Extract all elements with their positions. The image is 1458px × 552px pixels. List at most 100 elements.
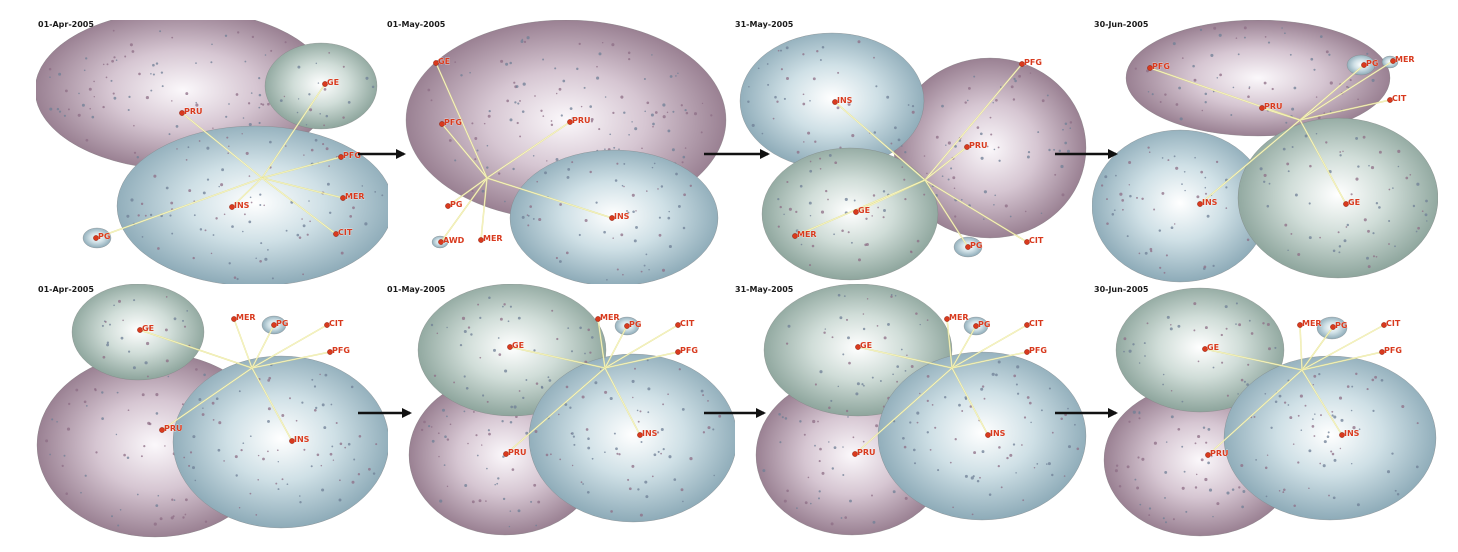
company-node[interactable] (624, 323, 630, 329)
company-node[interactable] (1339, 432, 1345, 438)
company-node[interactable] (637, 432, 643, 438)
member-dot (204, 520, 208, 523)
company-node[interactable] (159, 427, 165, 433)
member-dot (781, 416, 784, 419)
company-node[interactable] (1330, 324, 1336, 330)
company-node[interactable] (1379, 349, 1385, 355)
company-node[interactable] (675, 322, 681, 328)
company-node[interactable] (1390, 58, 1396, 64)
member-dot (646, 101, 650, 105)
member-dot (251, 35, 255, 39)
member-dot (430, 426, 433, 428)
member-dot (1237, 53, 1240, 56)
member-dot (837, 385, 840, 388)
company-node[interactable] (595, 316, 601, 322)
member-dot (259, 204, 262, 206)
company-node[interactable] (229, 204, 235, 210)
member-dot (841, 229, 844, 232)
company-node[interactable] (438, 239, 444, 245)
member-dot (249, 492, 252, 495)
member-dot (126, 456, 130, 459)
company-node[interactable] (137, 327, 143, 333)
company-node[interactable] (1297, 322, 1303, 328)
member-dot (165, 186, 169, 190)
company-node[interactable] (93, 235, 99, 241)
member-dot (1141, 457, 1145, 461)
company-node[interactable] (675, 349, 681, 355)
company-node[interactable] (567, 119, 573, 125)
company-label: GE (1207, 343, 1219, 352)
member-dot (170, 516, 174, 520)
company-node[interactable] (609, 215, 615, 221)
member-dot (802, 102, 806, 106)
member-dot (1204, 101, 1207, 104)
member-dot (454, 61, 457, 63)
member-dot (516, 121, 519, 125)
company-node[interactable] (1197, 201, 1203, 207)
company-node[interactable] (985, 432, 991, 438)
company-node[interactable] (179, 110, 185, 116)
company-label: PRU (184, 107, 203, 116)
company-node[interactable] (340, 195, 346, 201)
member-dot (258, 106, 261, 109)
company-node[interactable] (433, 60, 439, 66)
company-node[interactable] (271, 322, 277, 328)
member-dot (1046, 463, 1048, 465)
member-dot (319, 113, 321, 115)
member-dot (364, 222, 368, 226)
member-dot (1196, 195, 1200, 199)
company-node[interactable] (445, 203, 451, 209)
member-dot (351, 480, 355, 484)
member-dot (1283, 401, 1287, 404)
company-node[interactable] (832, 99, 838, 105)
company-node[interactable] (478, 237, 484, 243)
member-dot (847, 416, 849, 418)
member-dot (903, 178, 906, 181)
member-dot (844, 197, 848, 201)
company-node[interactable] (973, 323, 979, 329)
member-dot (61, 464, 64, 468)
member-dot (267, 450, 269, 453)
member-dot (1126, 465, 1130, 469)
company-node[interactable] (338, 154, 344, 160)
member-dot (1023, 416, 1027, 419)
company-node[interactable] (1205, 452, 1211, 458)
member-dot (1240, 463, 1244, 468)
company-node[interactable] (507, 344, 513, 350)
member-dot (667, 393, 669, 396)
company-node[interactable] (327, 349, 333, 355)
company-node[interactable] (853, 209, 859, 215)
company-node[interactable] (944, 316, 950, 322)
company-label: GE (860, 341, 872, 350)
company-node[interactable] (1202, 346, 1208, 352)
link-edge-highlight (261, 156, 342, 179)
member-dot (1197, 360, 1200, 363)
company-node[interactable] (792, 233, 798, 239)
company-node[interactable] (1387, 97, 1393, 103)
member-dot (509, 510, 512, 512)
member-dot (130, 198, 134, 202)
company-node[interactable] (855, 344, 861, 350)
member-dot (267, 407, 271, 411)
company-node[interactable] (289, 438, 295, 444)
company-node[interactable] (964, 144, 970, 150)
company-node[interactable] (852, 451, 858, 457)
company-node[interactable] (231, 316, 237, 322)
company-node[interactable] (324, 322, 330, 328)
company-node[interactable] (1147, 65, 1153, 71)
company-node[interactable] (1343, 201, 1349, 207)
member-dot (1204, 477, 1208, 482)
company-node[interactable] (1024, 322, 1030, 328)
company-node[interactable] (1024, 239, 1030, 245)
company-node[interactable] (322, 81, 328, 87)
company-node[interactable] (965, 244, 971, 250)
company-node[interactable] (1259, 105, 1265, 111)
company-node[interactable] (1019, 61, 1025, 67)
company-node[interactable] (1381, 322, 1387, 328)
company-node[interactable] (333, 231, 339, 237)
company-node[interactable] (503, 451, 509, 457)
company-node[interactable] (1361, 62, 1367, 68)
company-node[interactable] (439, 121, 445, 127)
member-dot (1138, 417, 1141, 420)
company-node[interactable] (1024, 349, 1030, 355)
